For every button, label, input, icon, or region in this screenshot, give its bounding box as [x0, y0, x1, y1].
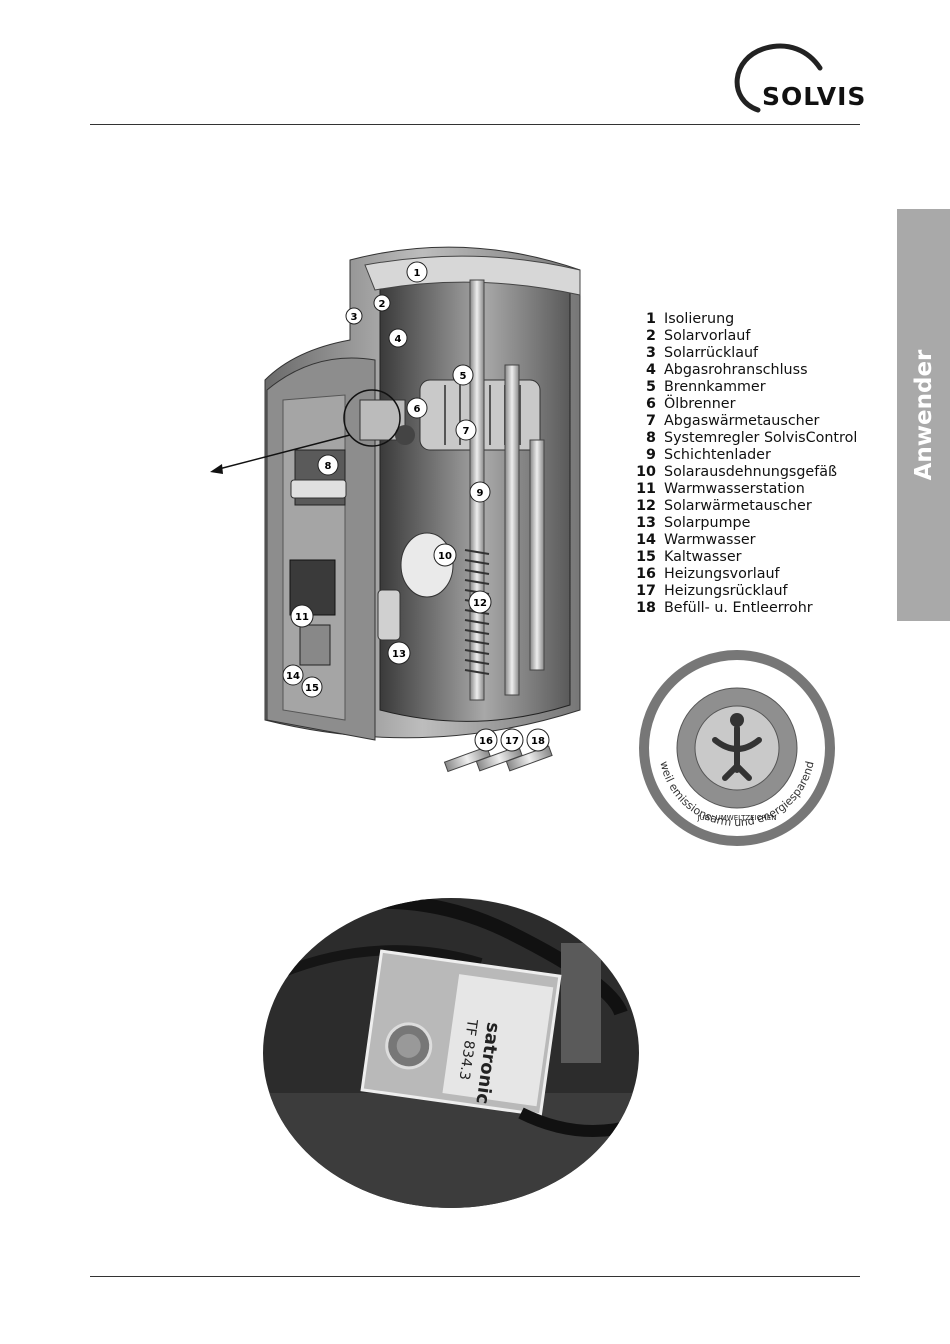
- legend-number: 16: [636, 566, 656, 582]
- svg-text:10: 10: [438, 551, 452, 562]
- storage-tank-diagram: 1 2 3 4 5 6 7 8 9 10 11 12 13 14 15 16 1…: [195, 240, 615, 780]
- svg-text:11: 11: [295, 612, 309, 623]
- legend-number: 6: [646, 396, 656, 412]
- svg-text:5: 5: [460, 371, 467, 382]
- legend-label: Systemregler SolvisControl: [664, 430, 858, 446]
- legend-label: Befüll- u. Entleerrohr: [664, 600, 813, 616]
- svg-text:17: 17: [505, 736, 519, 747]
- legend-number: 11: [636, 481, 656, 497]
- legend-label: Solarwärmetauscher: [664, 498, 812, 514]
- svg-text:14: 14: [286, 671, 300, 682]
- legend-number: 18: [636, 600, 656, 616]
- side-tab-label: Anwender: [910, 349, 937, 481]
- legend-label: Solarpumpe: [664, 515, 751, 531]
- svg-text:16: 16: [479, 736, 493, 747]
- legend-item: 16 Heizungsvorlauf: [633, 566, 857, 583]
- svg-text:13: 13: [392, 649, 406, 660]
- legend-number: 7: [646, 413, 656, 429]
- legend-number: 3: [646, 345, 656, 361]
- legend-item: 3 Solarrücklauf: [633, 345, 857, 362]
- footer-rule: [90, 1276, 860, 1277]
- tank-cutaway-illustration: 1 2 3 4 5 6 7 8 9 10 11 12 13 14 15 16 1…: [210, 246, 581, 773]
- legend-label: Warmwasserstation: [664, 481, 805, 497]
- legend-number: 17: [636, 583, 656, 599]
- legend-item: 13 Solarpumpe: [633, 515, 857, 532]
- legend-label: Solarausdehnungsgefäß: [664, 464, 838, 480]
- svg-text:15: 15: [305, 683, 319, 694]
- svg-text:9: 9: [477, 488, 484, 499]
- legend-label: Brennkammer: [664, 379, 766, 395]
- legend-number: 12: [636, 498, 656, 514]
- brand-name: SOLVIS: [762, 82, 867, 111]
- side-tab: Anwender: [897, 209, 950, 621]
- legend-item: 2 Solarvorlauf: [633, 328, 857, 345]
- legend-label: Abgaswärmetauscher: [664, 413, 820, 429]
- legend-item: 18 Befüll- u. Entleerrohr: [633, 600, 857, 617]
- legend-label: Ölbrenner: [664, 396, 736, 412]
- svg-text:2: 2: [379, 299, 386, 310]
- svg-text:18: 18: [531, 736, 545, 747]
- legend-label: Heizungsrücklauf: [664, 583, 788, 599]
- legend-number: 10: [636, 464, 656, 480]
- legend-label: Isolierung: [664, 311, 735, 327]
- legend-item: 8 Systemregler SolvisControl: [633, 430, 857, 447]
- legend-number: 2: [646, 328, 656, 344]
- legend-item: 14 Warmwasser: [633, 532, 857, 549]
- solvis-logo: [728, 40, 868, 120]
- legend-item: 12 Solarwärmetauscher: [633, 498, 857, 515]
- legend-number: 14: [636, 532, 656, 548]
- legend-number: 1: [646, 311, 656, 327]
- svg-text:6: 6: [414, 404, 421, 415]
- solvis-logo-swoosh: [734, 43, 823, 113]
- svg-text:3: 3: [351, 312, 358, 323]
- legend-item: 17 Heizungsrücklauf: [633, 583, 857, 600]
- legend-item: 6 Ölbrenner: [633, 396, 857, 413]
- burner-controller-photo: satronic TF 834.3: [261, 893, 641, 1208]
- component-legend: 1 Isolierung 2 Solarvorlauf 3 Solarrücklauf…: [633, 311, 857, 617]
- svg-text:7: 7: [463, 426, 470, 437]
- legend-number: 15: [636, 549, 656, 565]
- legend-label: Warmwasser: [664, 532, 756, 548]
- legend-label: Heizungsvorlauf: [664, 566, 780, 582]
- legend-label: Schichtenlader: [664, 447, 771, 463]
- svg-text:8: 8: [325, 461, 332, 472]
- legend-item: 10 Solarausdehnungsgefäß: [633, 464, 857, 481]
- eco-label-icon: DER BLAUE ENGEL weil emissionsarm und en…: [639, 650, 835, 846]
- legend-number: 8: [646, 430, 656, 446]
- legend-label: Abgasrohranschluss: [664, 362, 808, 378]
- svg-text:1: 1: [414, 268, 421, 279]
- blue-angel-seal: DER BLAUE ENGEL weil emissionsarm und en…: [637, 648, 837, 848]
- legend-number: 9: [646, 447, 656, 463]
- legend-item: 1 Isolierung: [633, 311, 857, 328]
- legend-number: 4: [646, 362, 656, 378]
- legend-number: 13: [636, 515, 656, 531]
- legend-label: Solarrücklauf: [664, 345, 759, 361]
- legend-label: Solarvorlauf: [664, 328, 751, 344]
- svg-text:12: 12: [473, 598, 487, 609]
- seal-bottom-text: JURY UMWELTZEICHEN: [697, 814, 777, 822]
- legend-item: 4 Abgasrohranschluss: [633, 362, 857, 379]
- legend-item: 11 Warmwasserstation: [633, 481, 857, 498]
- svg-text:4: 4: [395, 334, 402, 345]
- legend-item: 15 Kaltwasser: [633, 549, 857, 566]
- photo-illustration: satronic TF 834.3: [263, 898, 639, 1208]
- legend-label: Kaltwasser: [664, 549, 742, 565]
- legend-item: 9 Schichtenlader: [633, 447, 857, 464]
- legend-number: 5: [646, 379, 656, 395]
- header-rule: [90, 124, 860, 125]
- legend-item: 7 Abgaswärmetauscher: [633, 413, 857, 430]
- legend-item: 5 Brennkammer: [633, 379, 857, 396]
